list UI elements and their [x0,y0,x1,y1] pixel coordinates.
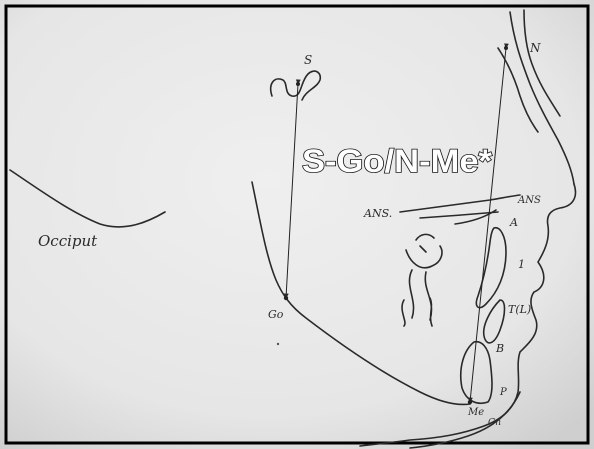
sella-outline [269,70,322,101]
occiput-curve [9,169,166,228]
menton-point [467,399,473,405]
measurement-title: S-Go/N-Me* [302,143,493,179]
molar-sketch [401,245,443,327]
label-b: B [495,342,504,355]
s-go-line [283,79,301,299]
label-n: N [529,41,541,55]
label-ans-right: ANS [517,195,541,206]
label-me: Me [467,407,484,418]
label-a: A [509,216,518,229]
mandible-outline [251,181,471,406]
label-one: 1 [518,258,525,271]
label-occiput: Occiput [38,232,98,250]
label-t: T(L) [508,303,531,316]
label-ans-left: ANS. [363,207,392,220]
soft-tissue-profile [359,183,577,447]
label-s: S [304,53,312,67]
image-frame [4,4,590,445]
nasion-profile [509,11,575,185]
gonion-point [283,295,289,301]
label-go: Go [268,308,284,321]
n-me-line [467,43,509,403]
label-gn: Gn [488,418,501,428]
label-p: P [499,387,507,398]
